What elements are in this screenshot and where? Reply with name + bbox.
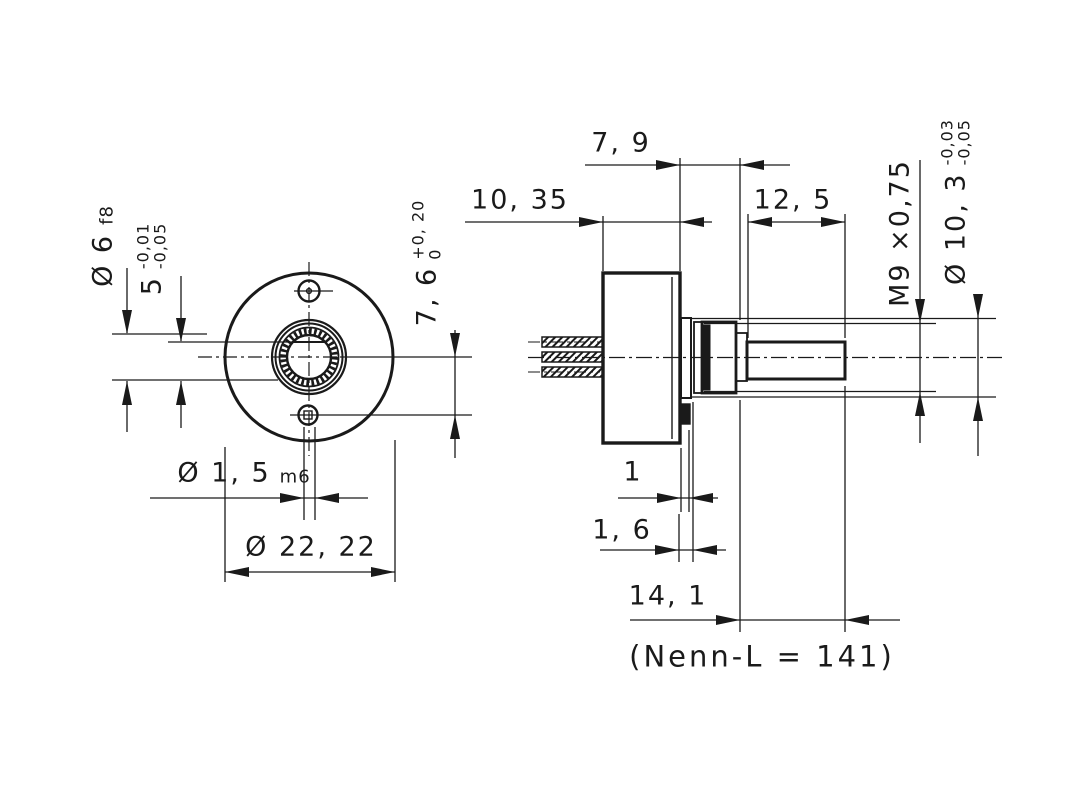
arrowhead [280,493,304,503]
dim-value: Ø 1, 5 [177,457,271,489]
side-view-dimensions [465,158,996,632]
arrowhead [122,381,132,405]
tolerance-lower: -0,05 [955,119,974,166]
arrowhead [680,217,704,227]
dim-value: M9 ×0,75 [884,159,916,307]
dim-value: 1 [623,456,643,488]
tolerance-upper: +0, 20 [408,199,428,260]
tolerance-lower: 0 [426,248,445,260]
tolerance-lower: -0,05 [151,222,170,270]
arrowhead [579,217,603,227]
arrowhead [315,493,339,503]
tolerance-stack: -0,03 -0,05 [937,119,974,166]
dim-value: Ø 22, 22 [245,531,377,563]
dim-label-pin-offset: 7, 6 +0, 20 0 [408,199,445,327]
dim-value: 10, 35 [471,184,569,216]
arrowhead [656,160,680,170]
dim-value: 7, 9 [591,127,651,159]
dim-label-pilot-diameter: Ø 10, 3 -0,03 -0,05 [937,119,974,285]
arrowhead [973,294,983,318]
arrowhead [693,545,717,555]
terminal-pin [541,336,604,348]
dim-value: 12, 5 [753,184,833,216]
dim-value: 14, 1 [628,580,708,612]
arrowhead [450,415,460,439]
dim-label-shaft-overall: 14, 1 [629,583,708,610]
arrowhead [371,567,395,577]
arrowhead [973,397,983,421]
nominal-length-note: (Nenn-L = 141) [629,639,895,674]
arrowhead [740,160,764,170]
dim-value: 1, 6 [592,514,652,546]
dim-label-flange-thickness: 1 [623,459,642,486]
dim-label-pin-diameter: Ø 1, 5 m6 [177,460,310,487]
dim-label-shaft-diameter: Ø 6 f8 [87,205,119,287]
fit-class: m6 [279,466,311,488]
arrowhead [821,217,845,227]
dim-label-shaft-flat: 5 -0,01 -0,05 [133,222,170,296]
dim-label-flange-diameter: Ø 22, 22 [245,534,377,561]
dim-label-bushing-length: 7, 9 [591,130,651,157]
tolerance-stack: +0, 20 0 [408,199,445,260]
side-view [528,271,1002,445]
arrowhead [655,545,679,555]
dim-label-body-depth: 10, 35 [471,187,569,214]
arrowhead [915,299,925,323]
arrowheads [122,160,983,625]
arrowhead [176,381,186,405]
note-text: (Nenn-L = 141) [629,639,895,674]
arrowhead [225,567,249,577]
fit-class: f8 [96,205,118,225]
arrowhead [122,310,132,334]
tolerance-upper: -0,03 [937,119,957,166]
locating-tab [681,403,691,425]
arrowhead [915,392,925,416]
tolerance-stack: -0,01 -0,05 [133,222,170,270]
arrowhead [716,615,740,625]
arrowhead [450,333,460,357]
dim-value: 5 [136,276,168,296]
arrowhead [689,493,713,503]
dim-label-thread: M9 ×0,75 [884,159,916,307]
front-view [198,262,395,456]
arrowhead [748,217,772,227]
dim-label-shaft-length: 12, 5 [754,187,833,214]
dim-label-tab-offset: 1, 6 [592,517,652,544]
shaft [745,340,847,381]
dim-value: 7, 6 [411,266,443,327]
dim-value: Ø 6 [87,233,119,287]
tolerance-upper: -0,01 [133,222,153,270]
dim-value: Ø 10, 3 [940,172,972,285]
arrowhead [176,318,186,342]
arrowhead [657,493,681,503]
terminal-pin [541,366,604,378]
arrowhead [845,615,869,625]
